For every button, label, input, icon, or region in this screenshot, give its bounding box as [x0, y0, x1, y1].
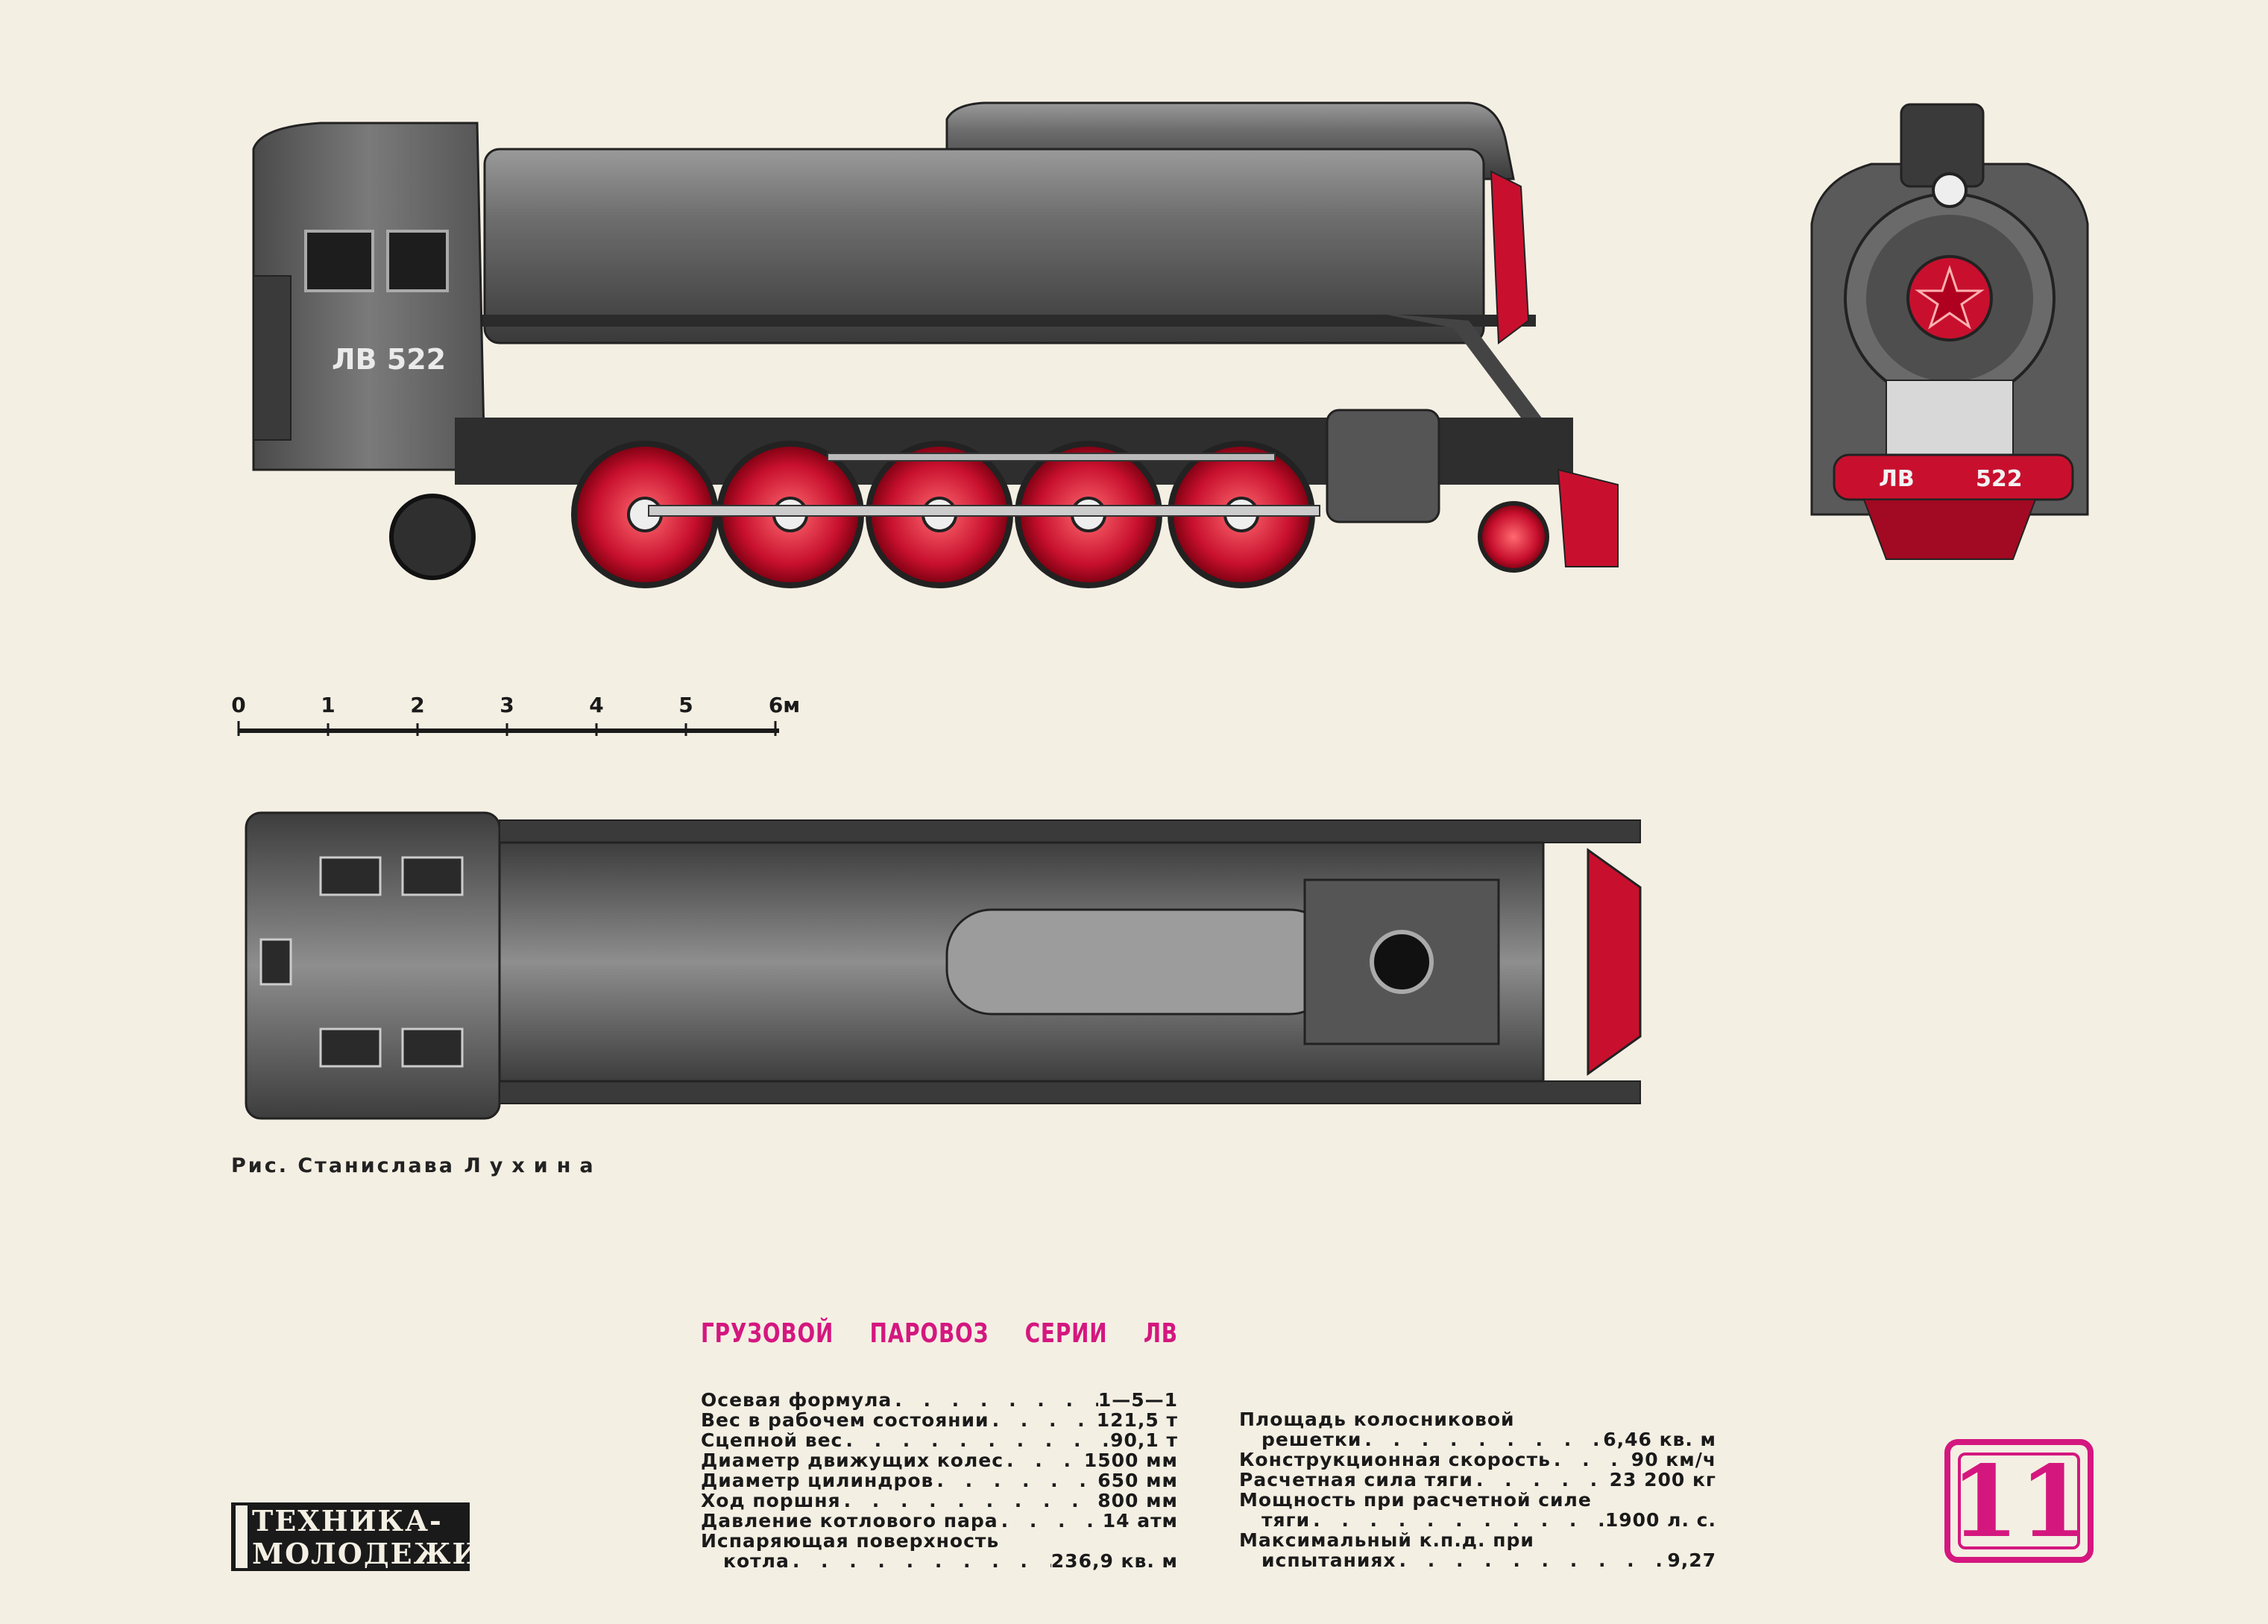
spec-row: тяги1900 л. с.: [1239, 1510, 1716, 1530]
spec-row: Расчетная сила тяги23 200 кг: [1239, 1470, 1716, 1490]
spec-row: Диаметр цилиндров650 мм: [701, 1470, 1178, 1491]
scale-tick-3: 3: [500, 693, 514, 717]
front-plate-left: ЛВ: [1879, 466, 1915, 492]
spec-row: Мощность при расчетной силе: [1239, 1489, 1592, 1511]
front-plate-right: 522: [1976, 466, 2023, 492]
spec-title: ГРУЗОВОЙ ПАРОВОЗ СЕРИИ ЛВ: [701, 1318, 1178, 1349]
spec-row: Конструкционная скорость90 км/ч: [1239, 1450, 1716, 1470]
spec-row: Сцепной вес90,1 т: [701, 1430, 1178, 1450]
spec-row: Осевая формула1—5—1: [701, 1390, 1178, 1410]
side-number-plate: ЛВ 522: [332, 343, 446, 376]
spec-row: Ход поршня800 мм: [701, 1491, 1178, 1511]
magazine-logo-line2: МОЛОДЕЖИ: [252, 1537, 481, 1570]
spec-row: Давление котлового пара14 атм: [701, 1511, 1178, 1531]
scale-tick-6: 6м: [769, 693, 800, 717]
spec-row: котла236,9 кв. м: [701, 1551, 1178, 1571]
page-number: 11: [1950, 1444, 2088, 1560]
page-number-box: 11: [1944, 1439, 2094, 1563]
specs-left-column: Осевая формула1—5—1 Вес в рабочем состоя…: [701, 1390, 1178, 1571]
locomotive-front-view: ЛВ 522: [1810, 103, 2089, 560]
scale-tick-1: 1: [321, 693, 335, 717]
scale-tick-5: 5: [678, 693, 693, 717]
credit-prefix: Рис. Станислава: [231, 1154, 455, 1177]
magazine-logo-line1: ТЕХНИКА-: [252, 1504, 443, 1538]
illustration-credit: Рис. Станислава Лухина: [231, 1154, 602, 1177]
scale-tick-2: 2: [410, 693, 424, 717]
spec-row: решетки6,46 кв. м: [1239, 1429, 1716, 1450]
scale-tick-0: 0: [231, 693, 245, 717]
spec-row: Диаметр движущих колес1500 мм: [701, 1450, 1178, 1470]
spec-row: Максимальный к.п.д. при: [1239, 1529, 1534, 1551]
specs-right-column: Площадь колосниковой решетки6,46 кв. м К…: [1239, 1409, 1716, 1570]
spec-row: Испаряющая поверхность: [701, 1530, 1000, 1552]
scale-bar: 0 1 2 3 4 5 6м: [231, 693, 800, 736]
spec-row: Вес в рабочем состоянии121,5 т: [701, 1410, 1178, 1430]
scale-tick-4: 4: [589, 693, 603, 717]
locomotive-top-view: [245, 811, 1642, 1120]
credit-artist-name: Лухина: [464, 1154, 602, 1177]
magazine-logo: ТЕХНИКА- МОЛОДЕЖИ: [231, 1502, 479, 1571]
spec-row: испытаниях9,27: [1239, 1550, 1716, 1570]
spec-row: Площадь колосниковой: [1239, 1409, 1515, 1430]
locomotive-side-view: ЛВ 522: [252, 101, 1619, 588]
